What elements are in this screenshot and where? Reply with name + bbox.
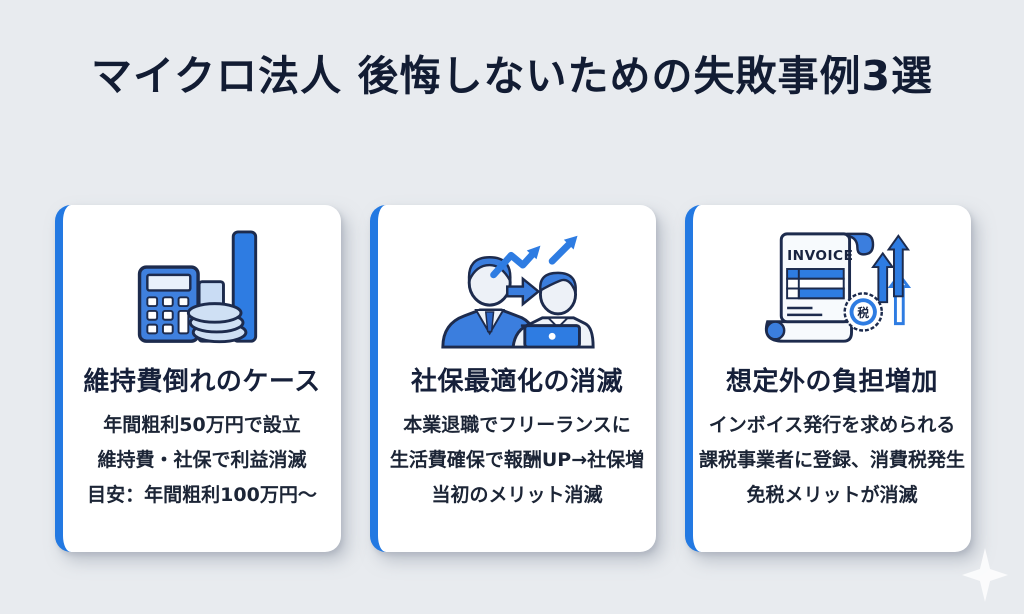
- card-maintenance-cost: 維持費倒れのケース 年間粗利50万円で設立 維持費・社保で利益消滅 目安：年間粗…: [55, 205, 341, 552]
- card-text-line: 生活費確保で報酬UP→社保増: [389, 449, 645, 471]
- card-text-line: 本業退職でフリーランスに: [403, 414, 631, 436]
- card-text-line: 免税メリットが消滅: [746, 484, 918, 506]
- cards-row: 維持費倒れのケース 年間粗利50万円で設立 維持費・社保で利益消滅 目安：年間粗…: [55, 205, 971, 552]
- sparkle-icon: [962, 548, 1008, 602]
- card-text-line: 年間粗利50万円で設立: [103, 414, 301, 436]
- card-text-line: 目安：年間粗利100万円〜: [87, 484, 317, 506]
- invoice-tax-icon: INVOICE 税: [753, 225, 912, 353]
- calculator-coins-chart-icon: [123, 225, 281, 353]
- freelancer-transition-growth-icon: [438, 225, 596, 353]
- card-text-line: 当初のメリット消滅: [431, 484, 603, 506]
- page-title: マイクロ法人 後悔しないための失敗事例3選: [91, 52, 933, 100]
- tax-badge-label: 税: [857, 306, 869, 320]
- invoice-label: INVOICE: [787, 248, 853, 264]
- card-text-line: 維持費・社保で利益消滅: [97, 449, 307, 471]
- card-text-line: インボイス発行を求められる: [708, 414, 956, 436]
- card-social-insurance: 社保最適化の消滅 本業退職でフリーランスに 生活費確保で報酬UP→社保増 当初の…: [370, 205, 656, 552]
- card-title: 想定外の負担増加: [725, 367, 938, 397]
- card-title: 維持費倒れのケース: [83, 367, 321, 397]
- invoice-tax-icon: INVOICE 税: [764, 232, 912, 343]
- card-title: 社保最適化の消滅: [410, 367, 623, 397]
- card-unexpected-burden: INVOICE 税 想定外の負担増加 インボイス発行を求められる: [685, 205, 971, 552]
- card-text-line: 課税事業者に登録、消費税発生: [698, 449, 965, 471]
- freelancer-transition-growth-icon: [441, 235, 595, 349]
- calculator-coins-chart-icon: [137, 230, 258, 344]
